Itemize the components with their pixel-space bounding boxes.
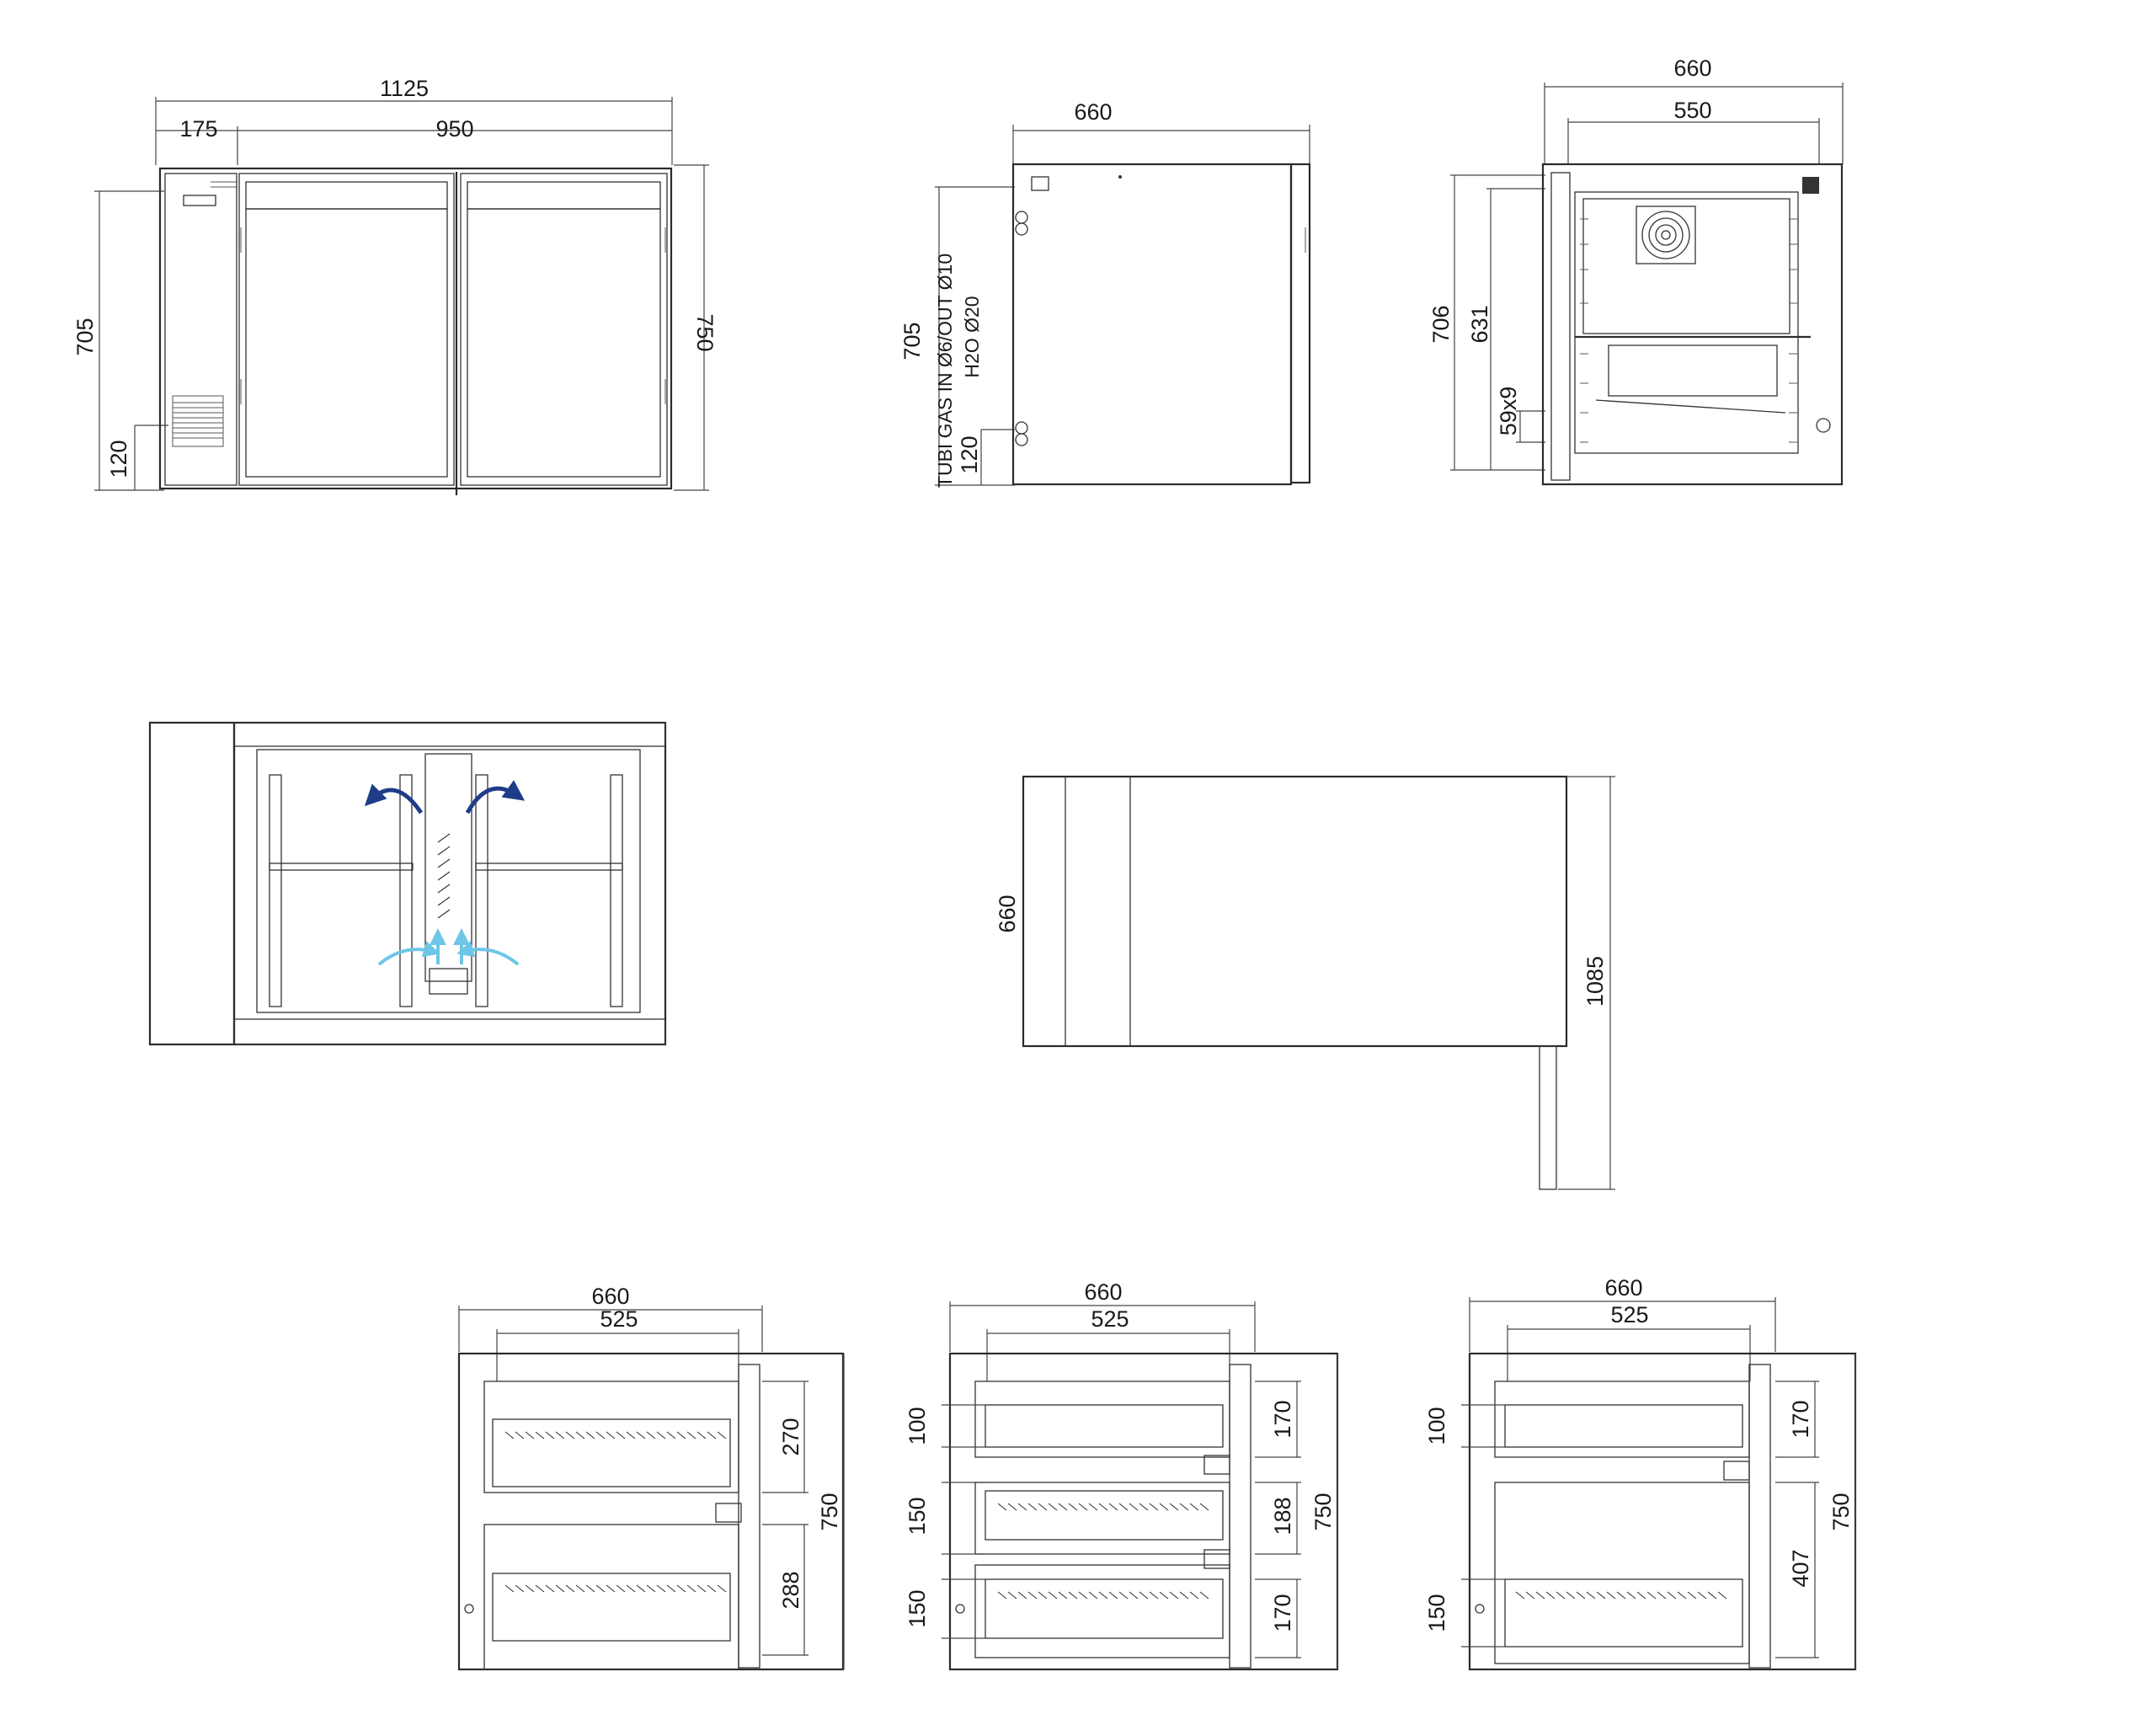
top-view: 1085 660 xyxy=(995,775,1615,1190)
section-outer-width-label: 660 xyxy=(1673,56,1711,81)
drawer1-total-height-label: 750 xyxy=(817,1493,842,1530)
drawer3-bottom-height-label: 407 xyxy=(1788,1549,1813,1587)
side-depth-label: 660 xyxy=(1074,99,1112,125)
fan-icon xyxy=(1636,206,1696,264)
slot-label: 59x9 xyxy=(1496,387,1521,436)
drawer2-inner-width-label: 525 xyxy=(1091,1306,1129,1332)
drawer1-top-height-label: 270 xyxy=(778,1418,803,1455)
airflow-in-arrow-left xyxy=(377,928,446,966)
front-vent-height-label: 120 xyxy=(106,440,131,478)
drawer2-outer-width-label: 660 xyxy=(1084,1279,1122,1305)
drawer-view-3: 660 525 100 150 170 407 750 xyxy=(1424,1275,1857,1671)
front-left-width-label: 175 xyxy=(179,116,217,142)
drawer2-top-height-label: 170 xyxy=(1270,1400,1295,1438)
vent-grill-icon xyxy=(172,395,224,447)
drawer2-left-label-2: 150 xyxy=(905,1497,930,1535)
front-width-label: 1125 xyxy=(380,76,429,101)
front-height-left-label: 705 xyxy=(72,318,98,355)
section-height-outer-label: 706 xyxy=(1428,305,1454,343)
side-pipe-height-label: 120 xyxy=(957,435,982,473)
front-height-right-label: 750 xyxy=(692,313,718,351)
drawer3-left-label-2: 150 xyxy=(1424,1594,1449,1632)
drawer2-left-label-1: 100 xyxy=(905,1407,930,1445)
airflow-out-arrow-right xyxy=(465,780,526,814)
drawer3-top-height-label: 170 xyxy=(1788,1400,1813,1438)
drawer1-outer-width-label: 660 xyxy=(591,1284,629,1309)
section-height-inner-label: 631 xyxy=(1467,305,1492,343)
pipe-note-line2: H2O Ø20 xyxy=(961,296,983,377)
drawer2-total-height-label: 750 xyxy=(1310,1493,1336,1530)
airflow-out-arrow-left xyxy=(364,783,424,814)
front-doors-width-label: 950 xyxy=(435,116,473,142)
drawer2-left-label-3: 150 xyxy=(905,1589,930,1627)
drawer1-bottom-height-label: 288 xyxy=(778,1571,803,1609)
top-length-label: 1085 xyxy=(1582,956,1608,1007)
drawer3-left-label-1: 100 xyxy=(1424,1407,1449,1445)
top-depth-label: 660 xyxy=(995,895,1020,932)
side-view: 660 705 120 TUBI GAS IN Ø6/OUT Ø10 H2O Ø… xyxy=(899,99,1311,488)
front-view: 1125 175 950 705 120 750 xyxy=(72,76,718,495)
drawer3-outer-width-label: 660 xyxy=(1604,1275,1642,1300)
section-view: 660 550 706 631 59x9 xyxy=(1428,56,1844,486)
drawer-view-2: 660 525 100 150 150 170 xyxy=(905,1279,1339,1671)
side-height-label: 705 xyxy=(899,322,925,360)
airflow-in-arrow-right xyxy=(453,928,520,966)
drawer2-bottom-height-label: 170 xyxy=(1270,1594,1295,1632)
drawer-view-1: 660 525 270 288 750 xyxy=(457,1284,845,1671)
pipe-note-line1: TUBI GAS IN Ø6/OUT Ø10 xyxy=(934,254,956,488)
drawer3-inner-width-label: 525 xyxy=(1610,1302,1648,1327)
section-inner-width-label: 550 xyxy=(1673,98,1711,123)
drawer2-middle-height-label: 188 xyxy=(1270,1497,1295,1535)
drawer1-inner-width-label: 525 xyxy=(600,1306,638,1332)
drawer3-total-height-label: 750 xyxy=(1828,1493,1854,1530)
plan-view-airflow xyxy=(148,721,667,1046)
